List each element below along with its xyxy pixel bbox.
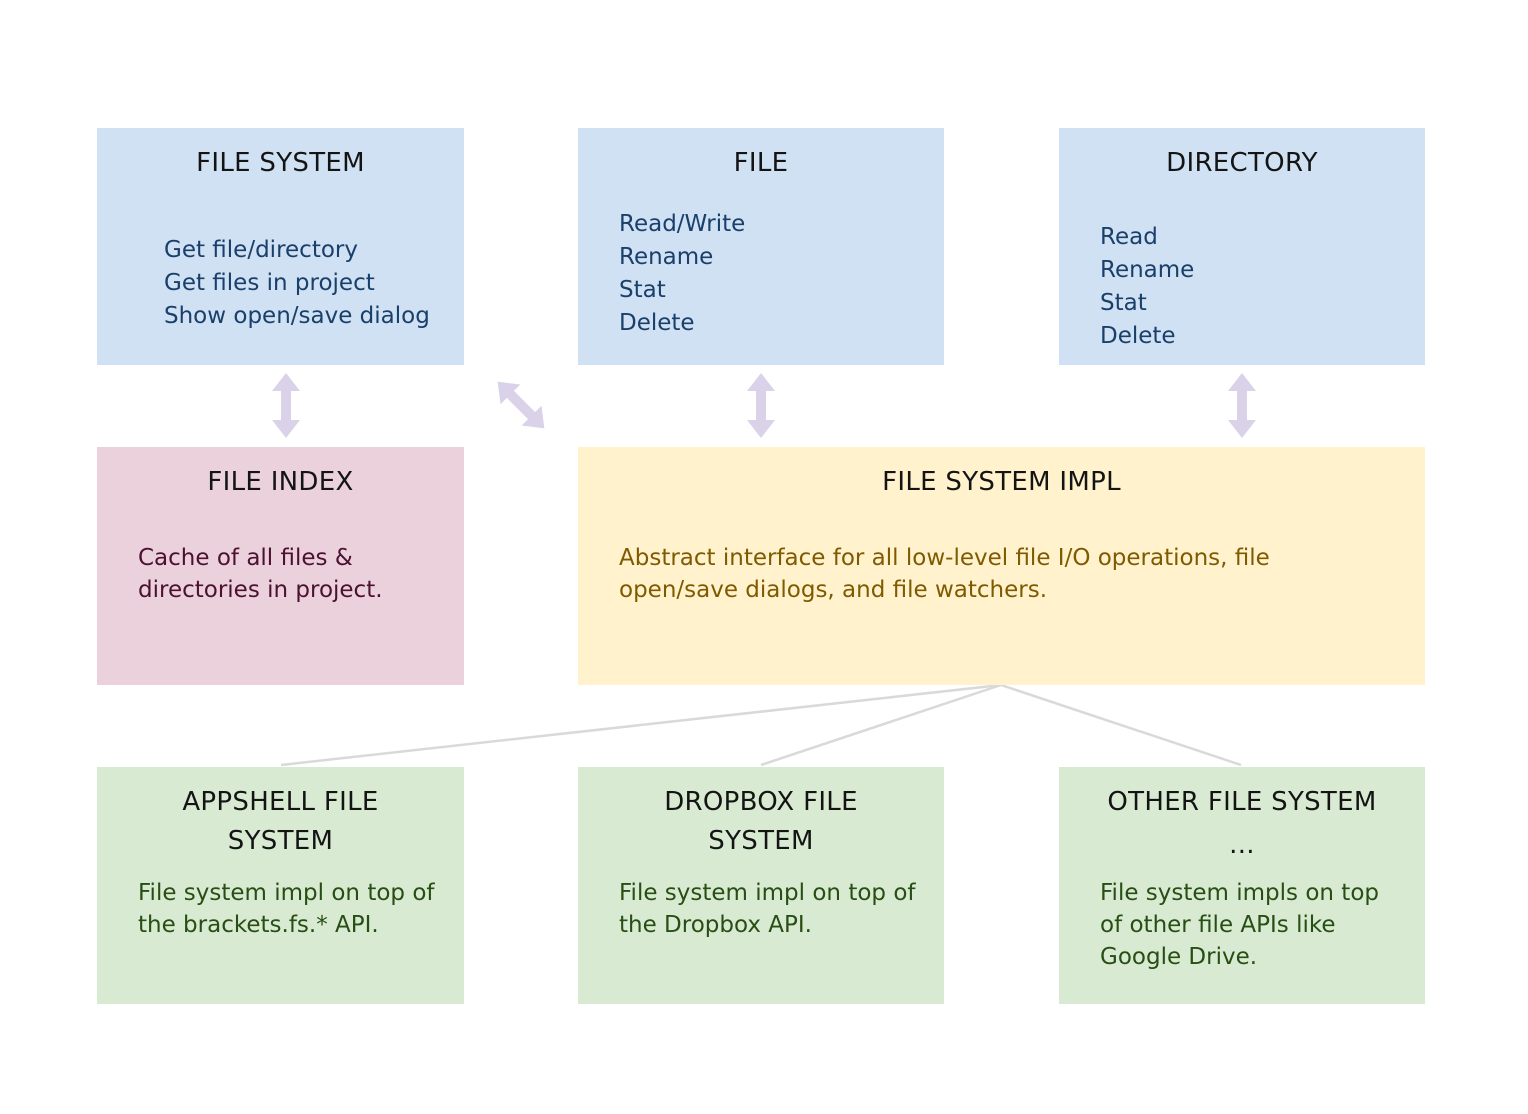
double-arrow-directory-impl	[1228, 373, 1256, 438]
directory-items: Read Rename Stat Delete	[1100, 221, 1194, 353]
connector-impl-to-dropbox	[760, 683, 1002, 767]
other-description: File system impls on top of other file A…	[1100, 880, 1379, 970]
file-system-items: Get file/directory Get files in project …	[164, 234, 430, 333]
list-item: Get files in project	[164, 270, 375, 296]
connector-impl-to-other	[1000, 683, 1242, 767]
file-system-box: FILE SYSTEM Get file/directory Get files…	[97, 128, 464, 365]
list-item: Delete	[1100, 323, 1176, 349]
dropbox-title-line2: SYSTEM	[708, 826, 814, 856]
file-box: FILE Read/Write Rename Stat Delete	[578, 128, 944, 365]
directory-box: DIRECTORY Read Rename Stat Delete	[1059, 128, 1425, 365]
file-system-impl-description: Abstract interface for all low-level fil…	[619, 545, 1270, 603]
list-item: Read	[1100, 224, 1158, 250]
list-item: Delete	[619, 310, 695, 336]
other-title-line1: OTHER FILE SYSTEM	[1107, 787, 1377, 817]
list-item: Get file/directory	[164, 237, 358, 263]
connector-impl-to-appshell	[280, 683, 1002, 767]
file-system-impl-title: FILE SYSTEM IMPL	[882, 467, 1121, 497]
list-item: Rename	[619, 244, 714, 270]
double-arrow-filesystem-fileindex	[272, 373, 300, 438]
double-arrow-filesystem-impl	[497, 381, 545, 429]
other-title-line2: ...	[1229, 830, 1255, 860]
file-index-description: Cache of all files & directories in proj…	[138, 545, 383, 603]
list-item: Stat	[619, 277, 666, 303]
list-item: Show open/save dialog	[164, 303, 430, 329]
appshell-description: File system impl on top of the brackets.…	[138, 880, 435, 938]
double-arrow-file-impl	[747, 373, 775, 438]
file-system-impl-box: FILE SYSTEM IMPL Abstract interface for …	[578, 447, 1425, 685]
dropbox-file-system-box: DROPBOX FILE SYSTEM File system impl on …	[578, 767, 944, 1004]
file-items: Read/Write Rename Stat Delete	[619, 208, 745, 340]
appshell-file-system-box: APPSHELL FILE SYSTEM File system impl on…	[97, 767, 464, 1004]
directory-title: DIRECTORY	[1166, 148, 1318, 178]
appshell-title-line1: APPSHELL FILE	[182, 787, 379, 817]
appshell-title-line2: SYSTEM	[227, 826, 334, 856]
list-item: Stat	[1100, 290, 1147, 316]
dropbox-title-line1: DROPBOX FILE	[664, 787, 858, 817]
other-file-system-box: OTHER FILE SYSTEM ... File system impls …	[1059, 767, 1425, 1004]
file-index-title: FILE INDEX	[207, 467, 354, 497]
file-system-title: FILE SYSTEM	[196, 148, 365, 178]
file-title: FILE	[733, 148, 789, 178]
file-index-box: FILE INDEX Cache of all files & director…	[97, 447, 464, 685]
dropbox-description: File system impl on top of the Dropbox A…	[619, 880, 916, 938]
list-item: Read/Write	[619, 211, 746, 237]
list-item: Rename	[1100, 257, 1195, 283]
